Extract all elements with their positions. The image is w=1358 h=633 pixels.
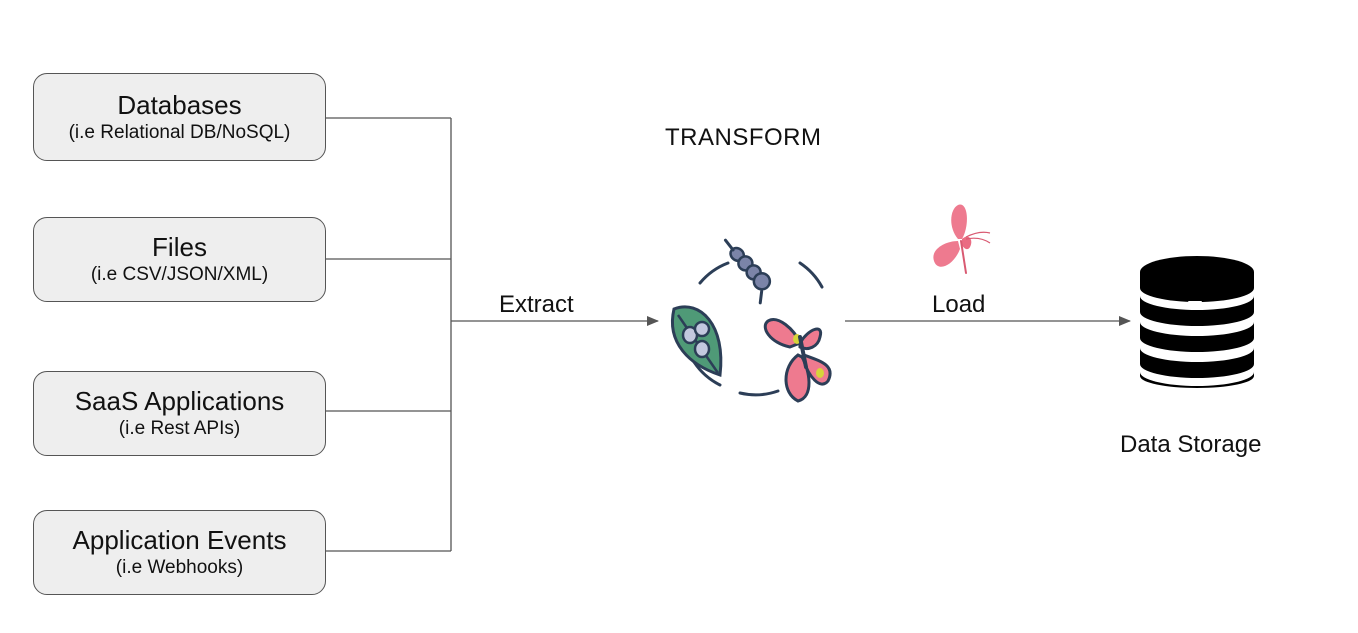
- source-box-databases: Databases (i.e Relational DB/NoSQL): [33, 73, 326, 161]
- source-title: Databases: [117, 89, 242, 120]
- source-subtitle: (i.e CSV/JSON/XML): [90, 264, 269, 285]
- source-title: Application Events: [72, 525, 287, 555]
- transform-heading: TRANSFORM: [665, 124, 822, 151]
- database-icon: [1140, 256, 1254, 388]
- extract-label: Extract: [499, 291, 574, 318]
- butterfly-cycle-icon: [763, 318, 832, 403]
- source-box-saas-applications: SaaS Applications (i.e Rest APIs): [33, 371, 326, 456]
- source-title: SaaS Applications: [74, 386, 285, 416]
- source-subtitle: (i.e Rest APIs): [118, 418, 241, 439]
- source-box-application-events: Application Events (i.e Webhooks): [33, 510, 326, 595]
- leaf-icon: [671, 305, 723, 378]
- source-box-files: Files (i.e CSV/JSON/XML): [33, 217, 326, 302]
- source-title: Files: [152, 232, 207, 262]
- metamorphosis-cycle-icon: [671, 238, 832, 403]
- data-storage-label: Data Storage: [1120, 431, 1262, 458]
- source-subtitle: (i.e Webhooks): [115, 557, 244, 578]
- load-label: Load: [932, 291, 986, 318]
- source-subtitle: (i.e Relational DB/NoSQL): [68, 121, 291, 143]
- butterfly-icon: [933, 204, 991, 274]
- caterpillar-icon: [723, 238, 772, 305]
